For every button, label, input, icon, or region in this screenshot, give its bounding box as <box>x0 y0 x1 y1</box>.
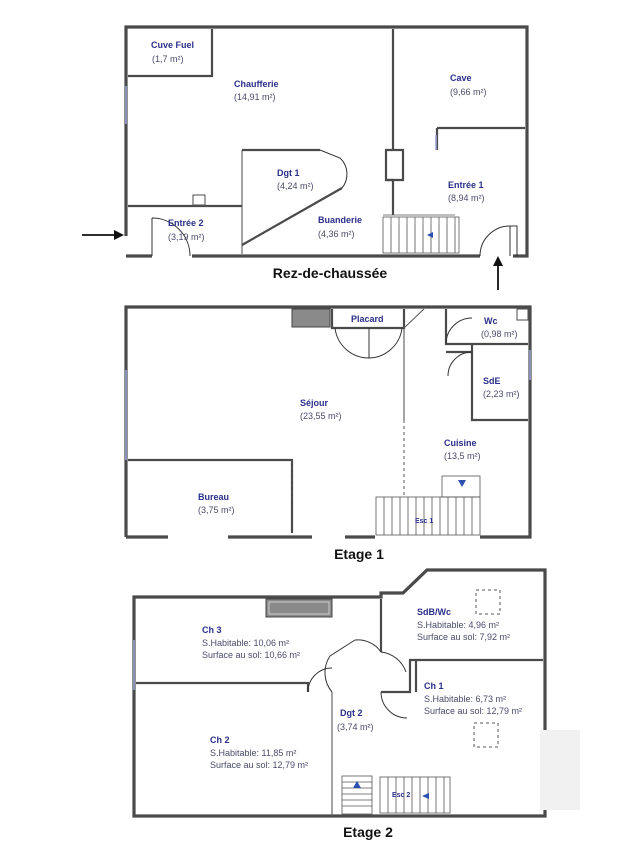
sde-door <box>447 351 473 377</box>
entree2-area: (3,19 m²) <box>168 232 205 242</box>
ch2-line2: Surface au sol: 12,79 m² <box>210 760 308 770</box>
dgt1-area: (4,24 m²) <box>277 181 314 191</box>
ch1-line1: S.Habitable: 6,73 m² <box>424 694 506 704</box>
ch2-name: Ch 2 <box>210 735 230 745</box>
sdb-line2: Surface au sol: 7,92 m² <box>417 632 510 642</box>
sdb-velux <box>475 589 501 615</box>
buanderie-diag-wall <box>241 187 343 246</box>
sde-name: SdE <box>483 376 501 386</box>
esc2-label: Esc 2 <box>392 792 410 799</box>
ch1-line2: Surface au sol: 12,79 m² <box>424 706 522 716</box>
sejour-area: (23,55 m²) <box>300 411 342 421</box>
sdb-line1: S.Habitable: 4,96 m² <box>417 620 499 630</box>
stair-arrow-icon <box>427 232 433 238</box>
cuisine-area: (13,5 m²) <box>444 451 481 461</box>
e1-outer-wall <box>124 305 532 539</box>
ch3-line2: Surface au sol: 10,66 m² <box>202 650 300 660</box>
ch3-line1: S.Habitable: 10,06 m² <box>202 638 289 648</box>
chaufferie-name: Chaufferie <box>234 79 279 89</box>
wc-door <box>445 317 473 345</box>
dgt1-door <box>319 149 348 189</box>
buanderie-area: (4,36 m²) <box>318 229 355 239</box>
dgt2-right-walls <box>379 599 543 694</box>
ch3-name: Ch 3 <box>202 625 222 635</box>
cuve-name: Cuve Fuel <box>151 40 194 50</box>
dgt1-name: Dgt 1 <box>277 168 300 178</box>
sejour-name: Séjour <box>300 398 329 408</box>
placard-door <box>334 327 403 359</box>
sde-area: (2,23 m²) <box>483 389 520 399</box>
cuve-wall <box>128 29 214 78</box>
ch2-line1: S.Habitable: 11,85 m² <box>210 748 296 758</box>
entree1-name: Entrée 1 <box>448 180 484 190</box>
level-rdc: Cuve Fuel (1,7 m²) Chaufferie (14,91 m²)… <box>82 25 529 290</box>
stair-box <box>385 148 405 182</box>
level-etage1: Esc 1 Placard Wc (0,98 m²) SdE (2,23 m²)… <box>124 305 532 562</box>
watermark-logo <box>540 730 580 810</box>
wc-name: Wc <box>484 316 498 326</box>
e2-radiator <box>265 598 333 618</box>
cave-wall <box>435 126 525 150</box>
e1-radiator <box>291 308 331 328</box>
dgt2-doors <box>324 639 382 693</box>
ch3-ch2-wall <box>136 681 310 692</box>
level-etage2: Esc 2 SdB/Wc S.Habitable: 4,96 m² Surfac… <box>132 568 580 840</box>
e2-stairs-right <box>379 776 451 814</box>
placard-wall <box>330 309 406 330</box>
level-title-rdc: Rez-de-chaussée <box>273 265 388 281</box>
ch1-velux <box>473 722 499 748</box>
rdc-stairs <box>382 216 460 254</box>
e2-stairs-left <box>341 775 373 815</box>
level-title-etage2: Etage 2 <box>343 824 393 840</box>
entree1-area: (8,94 m²) <box>448 193 485 203</box>
dgt2-name: Dgt 2 <box>340 708 363 718</box>
e2-outer-wall <box>132 568 547 818</box>
bureau-area: (3,75 m²) <box>198 505 235 515</box>
sdb-door <box>380 651 407 673</box>
cuve-area: (1,7 m²) <box>152 54 184 64</box>
cave-name: Cave <box>450 73 472 83</box>
entree1-door <box>479 225 511 257</box>
cave-area: (9,66 m²) <box>450 87 487 97</box>
sdb-name: SdB/Wc <box>417 607 451 617</box>
ch1-name: Ch 1 <box>424 681 444 691</box>
entree2-door <box>151 217 191 257</box>
e1-stairs <box>375 496 481 536</box>
bureau-name: Bureau <box>198 492 229 502</box>
wc-area: (0,98 m²) <box>481 329 518 339</box>
stair-wall <box>384 150 393 182</box>
chimney-box <box>192 194 206 206</box>
placard-name: Placard <box>351 314 384 324</box>
level-title-etage1: Etage 1 <box>334 546 384 562</box>
chaufferie-area: (14,91 m²) <box>234 92 276 102</box>
buanderie-name: Buanderie <box>318 215 362 225</box>
entree2-name: Entrée 2 <box>168 218 204 228</box>
dgt2-area: (3,74 m²) <box>337 722 374 732</box>
ch1-door <box>380 691 408 719</box>
esc1-label: Esc 1 <box>415 518 433 525</box>
cuisine-name: Cuisine <box>444 438 477 448</box>
